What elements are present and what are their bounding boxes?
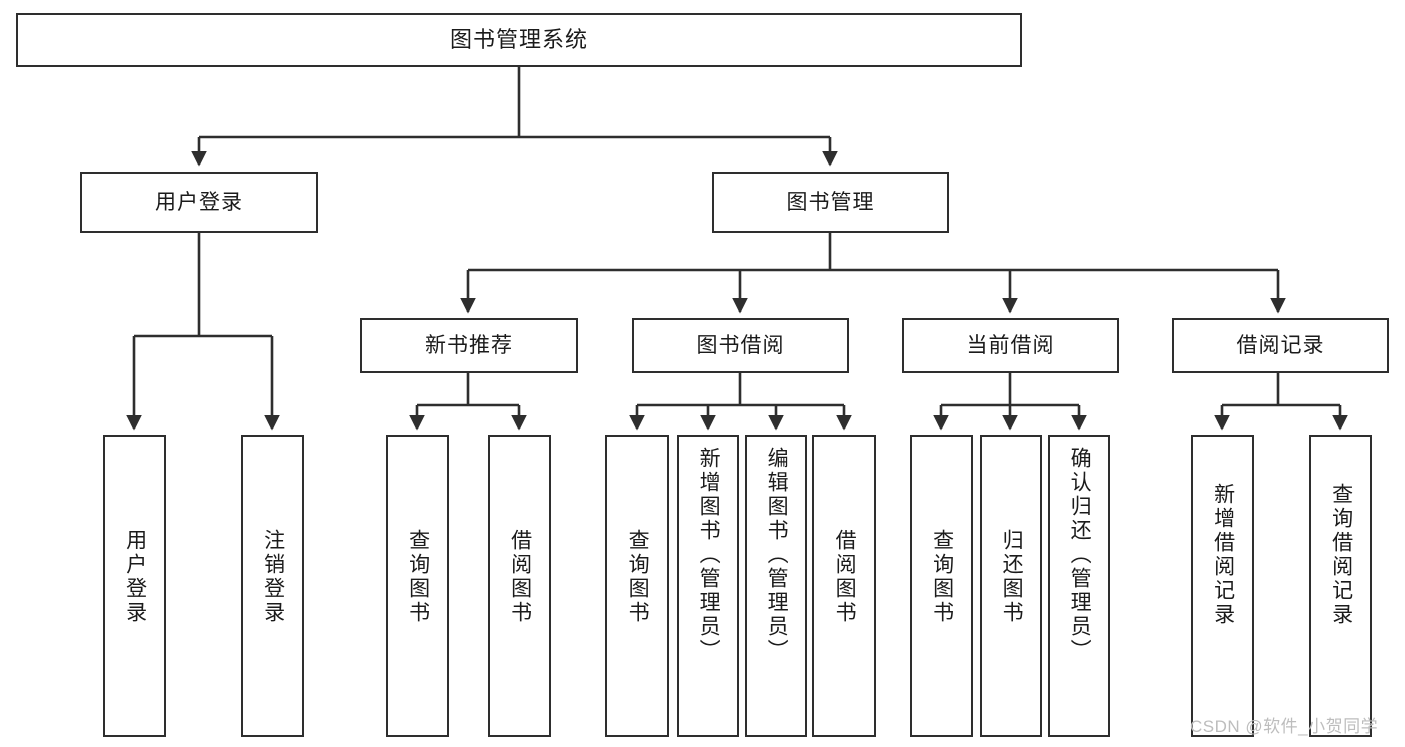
node-label: 查询图书 <box>626 529 650 625</box>
node-label: 图书管理 <box>786 190 875 214</box>
node-label: 归还图书 <box>1000 529 1024 625</box>
node-label: 借阅图书 <box>508 529 532 625</box>
node-label: 用户登录 <box>123 529 147 625</box>
node-leaf-query-book-1[interactable]: 查询图书 <box>386 435 449 737</box>
node-leaf-user-login[interactable]: 用户登录 <box>103 435 166 737</box>
watermark-text: CSDN @软件_小贺同学 <box>1190 717 1379 736</box>
node-leaf-edit-book[interactable]: 编辑图书（管理员） <box>745 435 807 737</box>
node-leaf-borrow-book-1[interactable]: 借阅图书 <box>488 435 551 737</box>
node-leaf-query-book-2[interactable]: 查询图书 <box>605 435 669 737</box>
node-leaf-confirm-return[interactable]: 确认归还（管理员） <box>1048 435 1110 737</box>
node-label: 用户登录 <box>155 190 243 214</box>
node-label: 新增借阅记录 <box>1211 483 1235 627</box>
node-label: 图书借阅 <box>696 333 785 357</box>
node-label: 借阅记录 <box>1236 333 1325 357</box>
node-label: 查询图书 <box>406 529 430 625</box>
node-label: 新书推荐 <box>425 333 513 357</box>
node-book-borrow[interactable]: 图书借阅 <box>632 318 849 373</box>
node-label: 编辑图书（管理员） <box>765 447 789 663</box>
node-label: 借阅图书 <box>833 529 857 625</box>
node-borrow-record[interactable]: 借阅记录 <box>1172 318 1389 373</box>
node-label: 注销登录 <box>261 529 285 625</box>
node-leaf-query-book-3[interactable]: 查询图书 <box>910 435 973 737</box>
node-leaf-borrow-book-2[interactable]: 借阅图书 <box>812 435 876 737</box>
node-leaf-logout-login[interactable]: 注销登录 <box>241 435 304 737</box>
node-label: 新增图书（管理员） <box>697 447 721 663</box>
node-label: 当前借阅 <box>966 333 1055 357</box>
node-label: 查询借阅记录 <box>1329 483 1353 627</box>
node-current-borrow[interactable]: 当前借阅 <box>902 318 1119 373</box>
node-root-system[interactable]: 图书管理系统 <box>16 13 1022 67</box>
node-user-login[interactable]: 用户登录 <box>80 172 318 233</box>
node-leaf-query-record[interactable]: 查询借阅记录 <box>1309 435 1372 737</box>
node-label: 查询图书 <box>930 529 954 625</box>
node-new-book-recommend[interactable]: 新书推荐 <box>360 318 578 373</box>
node-leaf-add-book[interactable]: 新增图书（管理员） <box>677 435 739 737</box>
node-label: 确认归还（管理员） <box>1068 447 1092 663</box>
node-label: 图书管理系统 <box>449 26 588 52</box>
node-leaf-return-book[interactable]: 归还图书 <box>980 435 1042 737</box>
node-book-management[interactable]: 图书管理 <box>712 172 949 233</box>
node-leaf-add-record[interactable]: 新增借阅记录 <box>1191 435 1254 737</box>
